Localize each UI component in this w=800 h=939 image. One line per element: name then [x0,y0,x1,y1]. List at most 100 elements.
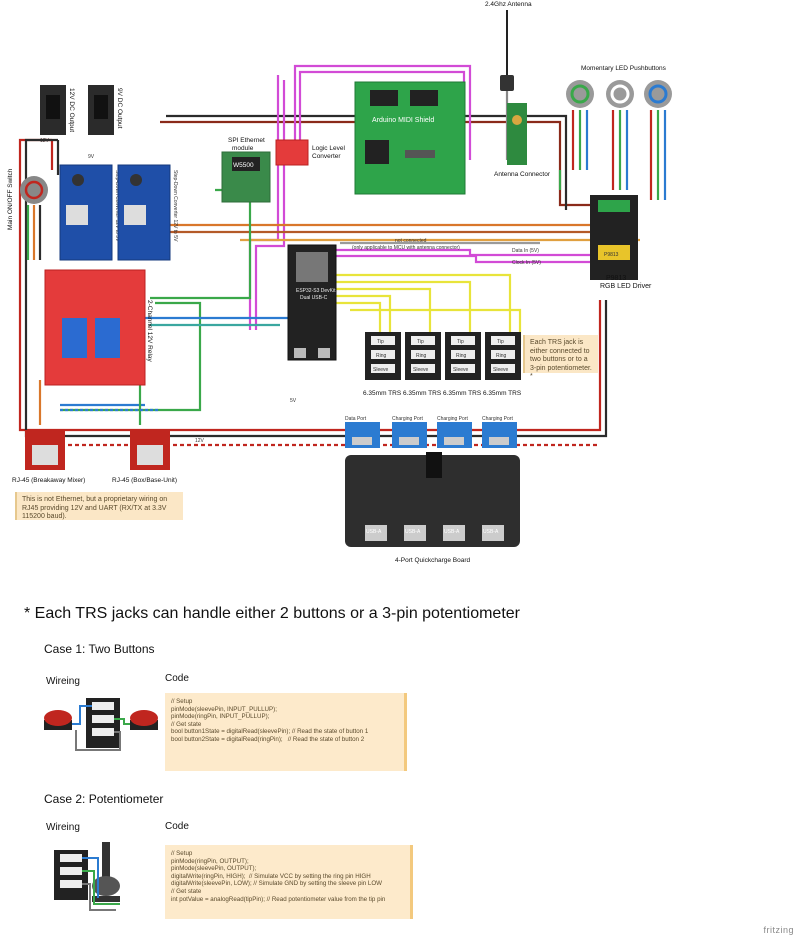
svg-text:Dual USB-C: Dual USB-C [300,295,328,301]
svg-text:Tip: Tip [497,339,504,345]
svg-text:USB-A: USB-A [483,529,499,535]
svg-text:12V: 12V [195,438,205,444]
trs-jack-1: Tip Ring Sleeve 6.35mm TRS [363,332,402,397]
svg-text:6.35mm TRS: 6.35mm TRS [483,390,522,397]
case1-wiring-label: Wireing [46,676,80,687]
trs-note: Each TRS jack is either connected to two… [523,335,598,380]
case1-code-block: // Setup pinMode(sleevePin, INPUT_PULLUP… [165,693,407,771]
antenna: 2.4Ghz Antenna [485,1,532,91]
svg-text:not connected: not connected [395,238,427,244]
quickcharge-board: USB-A USB-A USB-A USB-A 4-Port Quickchar… [345,452,520,564]
svg-text:9V: 9V [88,154,95,160]
svg-text:Charging Port: Charging Port [392,416,423,422]
potentiometer-icon [92,842,120,902]
svg-text:Ring: Ring [376,353,387,359]
svg-text:USB-A: USB-A [366,529,382,535]
svg-text:Sleeve: Sleeve [413,367,429,373]
svg-text:Converter: Converter [312,153,341,160]
rj45-mixer: RJ-45 (Breakaway Mixer) [12,430,85,484]
svg-text:6.35mm TRS: 6.35mm TRS [403,390,442,397]
svg-text:Sleeve: Sleeve [373,367,389,373]
wires [18,64,667,447]
case2-wiring-label: Wireing [46,822,80,833]
svg-text:Logic Level: Logic Level [312,145,345,152]
trs-jack-4: Tip Ring Sleeve 6.35mm TRS [483,332,522,397]
svg-text:Charging Port: Charging Port [437,416,468,422]
case2-wiring-diagram [54,842,120,911]
svg-text:USB-A: USB-A [444,529,460,535]
svg-text:P9813: P9813 [604,252,619,258]
rj45-base: RJ-45 (Box/Base-Unit) [112,430,177,484]
svg-text:RJ-45 (Breakaway Mixer): RJ-45 (Breakaway Mixer) [12,477,85,484]
svg-text:Step-Down Converter 12V to 5V: Step-Down Converter 12V to 5V [172,170,178,242]
dc-output-12v: 12V DC Output [40,85,75,135]
svg-text:Ring: Ring [416,353,427,359]
svg-text:Clock In (5V): Clock In (5V) [512,260,541,266]
trs-explanation-heading: * Each TRS jacks can handle either 2 but… [24,605,520,622]
logic-level-converter: Logic Level Converter [275,139,345,166]
stepdown-converter-9v: Step-Down Converter 12V to 9V [59,164,120,261]
svg-text:ESP32-S3 DevKit: ESP32-S3 DevKit [296,288,336,294]
svg-text:Charging Port: Charging Port [482,416,513,422]
svg-text:Data In (5V): Data In (5V) [512,248,539,254]
fritzing-watermark: fritzing [763,925,794,935]
spi-ethernet-module: SPI Ethernet module W5500 [221,137,271,203]
svg-text:5V: 5V [290,398,297,404]
svg-text:RGB LED Driver: RGB LED Driver [600,283,652,290]
button-icon [130,710,158,730]
svg-text:Ring: Ring [456,353,467,359]
svg-text:Data Port: Data Port [345,416,367,422]
rj45-note: This is not Ethernet, but a proprietary … [15,492,183,520]
trs-jack-2: Tip Ring Sleeve 6.35mm TRS [403,332,442,397]
esp32-devkit: ESP32-S3 DevKit Dual USB-C not connected… [287,238,541,361]
antenna-label: 2.4Ghz Antenna [485,1,532,8]
svg-text:RJ-45 (Box/Base-Unit): RJ-45 (Box/Base-Unit) [112,477,177,484]
trs-jacks: Tip Ring Sleeve 6.35mm TRS Tip Ring Slee… [363,332,522,397]
case1-wiring-diagram [44,698,158,751]
pushbutton-green[interactable] [566,80,594,108]
power-switch-icon[interactable] [20,176,48,204]
svg-text:SPI Ethernet: SPI Ethernet [228,137,265,144]
arduino-midi-shield: Arduino MIDI Shield [354,81,466,195]
svg-text:9V DC Output: 9V DC Output [116,88,123,129]
p9813-driver: P9813 P9813 RGB LED Driver [590,195,652,290]
svg-text:Arduino MIDI Shield: Arduino MIDI Shield [372,117,434,124]
case1-heading: Case 1: Two Buttons [44,642,155,656]
svg-text:P9813: P9813 [606,275,626,282]
svg-text:Tip: Tip [457,339,464,345]
svg-text:Sleeve: Sleeve [493,367,509,373]
usb-c-boards: Data Port Charging Port Charging Port Ch… [345,416,517,448]
svg-text:Tip: Tip [377,339,384,345]
svg-text:Ring: Ring [496,353,507,359]
svg-text:USB-A: USB-A [405,529,421,535]
svg-text:Main ON/OFF Switch: Main ON/OFF Switch [7,168,14,230]
svg-text:Antenna Connector: Antenna Connector [494,171,551,178]
pushbuttons-label: Momentary LED Pushbuttons [581,65,667,72]
svg-text:6.35mm TRS: 6.35mm TRS [363,390,402,397]
svg-text:6.35mm TRS: 6.35mm TRS [443,390,482,397]
svg-text:Step-Down Converter 12V to 9V: Step-Down Converter 12V to 9V [114,170,120,242]
svg-text:Tip: Tip [417,339,424,345]
stepdown-converter-5v: Step-Down Converter 12V to 5V [117,164,178,261]
case2-code-block: // Setup pinMode(ringPin, OUTPUT); pinMo… [165,845,413,919]
main-switch: Main ON/OFF Switch [7,168,48,230]
svg-text:12V: 12V [40,138,50,144]
relay-module: 2-Channel 12V Relay [44,269,153,386]
svg-text:W5500: W5500 [233,162,254,169]
dc-output-9v: 9V DC Output [88,85,123,135]
pushbutton-blue[interactable] [644,80,672,108]
case2-heading: Case 2: Potentiometer [44,792,164,806]
case2-code-label: Code [165,821,189,832]
trs-jack-3: Tip Ring Sleeve 6.35mm TRS [443,332,482,397]
svg-text:2-Channel 12V Relay: 2-Channel 12V Relay [146,300,153,363]
svg-text:4-Port Quickcharge Board: 4-Port Quickcharge Board [395,557,471,564]
pushbutton-white[interactable] [606,80,634,108]
svg-text:12V DC Output: 12V DC Output [68,88,75,132]
svg-text:(only applicable to MCU with a: (only applicable to MCU with antenna con… [352,245,460,251]
svg-text:module: module [232,145,254,152]
svg-text:Sleeve: Sleeve [453,367,469,373]
pushbuttons: Momentary LED Pushbuttons [566,65,672,108]
antenna-connector: Antenna Connector [494,103,551,178]
wiring-schematic: 2.4Ghz Antenna Momentary LED Pushbuttons… [7,1,672,564]
button-icon [44,710,72,730]
